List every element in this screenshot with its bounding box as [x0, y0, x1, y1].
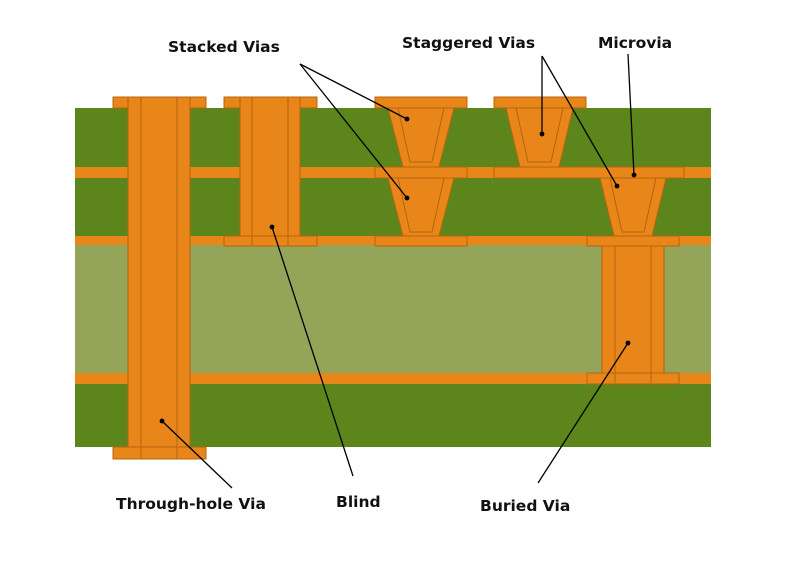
dot-microvia — [631, 172, 637, 178]
staggered-vias — [493, 96, 685, 247]
label-buried-via: Buried Via — [480, 497, 571, 515]
leader-through-hole — [161, 420, 233, 489]
leader-stacked-lower — [299, 63, 408, 199]
stacked-lower-cup-inner — [397, 177, 445, 233]
stacked-bottom-pad — [374, 235, 468, 247]
through-hole-bottom-pad — [112, 446, 207, 460]
label-staggered-vias: Staggered Vias — [402, 34, 536, 52]
through-hole-barrel — [127, 96, 191, 460]
label-microvia: Microvia — [598, 34, 673, 52]
dot-staggered-left — [539, 131, 545, 137]
buried-via — [586, 245, 680, 385]
dot-buried — [625, 340, 631, 346]
buried-via-bottom-pad — [586, 372, 680, 385]
leader-blind — [271, 226, 354, 477]
dot-staggered-right — [614, 183, 620, 189]
leader-dots — [159, 116, 637, 424]
microvia-bottom-pad — [586, 235, 680, 247]
stacked-mid-pad — [374, 166, 468, 179]
leader-staggered-right — [541, 55, 618, 187]
microvia-cup-inner — [609, 177, 657, 233]
label-blind: Blind — [336, 493, 381, 511]
through-hole-via — [112, 96, 207, 460]
blind-via-barrel — [239, 96, 301, 247]
stacked-vias — [374, 96, 468, 247]
label-through-hole-via: Through-hole Via — [116, 495, 266, 513]
staggered-mid-pad — [493, 166, 685, 179]
staggered-upper-cup-inner — [515, 107, 564, 163]
leader-microvia — [627, 53, 635, 176]
stacked-top-pad — [374, 96, 468, 109]
leader-lines — [161, 53, 635, 489]
dot-stacked-lower — [404, 195, 410, 201]
dot-stacked-upper — [404, 116, 410, 122]
dot-blind — [269, 224, 275, 230]
buried-via-barrel — [601, 245, 665, 384]
staggered-top-pad — [493, 96, 587, 109]
stacked-upper-cup-inner — [397, 107, 445, 163]
blind-via — [223, 96, 318, 247]
leader-buried — [537, 342, 629, 484]
blind-via-bottom-pad — [223, 235, 318, 247]
leader-stacked-upper — [299, 63, 408, 120]
dot-through-hole — [159, 418, 165, 424]
copper-plane-l4 — [75, 373, 711, 384]
label-stacked-vias: Stacked Vias — [168, 38, 280, 56]
